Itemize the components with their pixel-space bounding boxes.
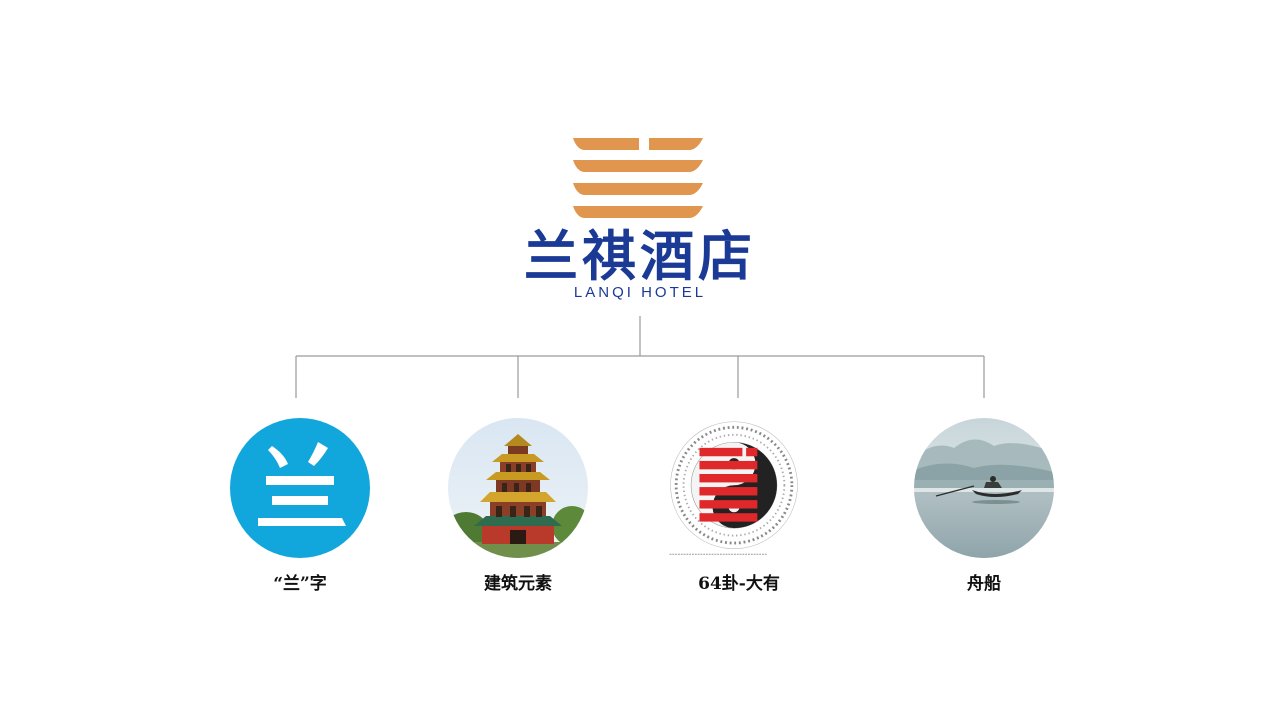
pavilion-photo bbox=[448, 418, 588, 558]
lan-character-icon bbox=[230, 418, 370, 558]
lanqi-stripes-logo-icon bbox=[573, 138, 703, 218]
node-hexagram bbox=[664, 418, 804, 558]
node-lan-character bbox=[230, 418, 370, 558]
caption-1: “兰”字 bbox=[273, 574, 327, 594]
caption-3: 64卦-大有 bbox=[698, 574, 780, 594]
brand-name-cn: 兰祺酒店 bbox=[524, 225, 756, 288]
node-architecture bbox=[448, 418, 588, 558]
caption-4: 舟船 bbox=[967, 574, 1001, 594]
brand-name-en: LANQI HOTEL bbox=[573, 284, 707, 301]
node-boat bbox=[914, 418, 1054, 558]
hexagram-diagram bbox=[669, 421, 798, 555]
caption-2: 建筑元素 bbox=[484, 574, 552, 594]
boat-photo bbox=[914, 418, 1054, 558]
